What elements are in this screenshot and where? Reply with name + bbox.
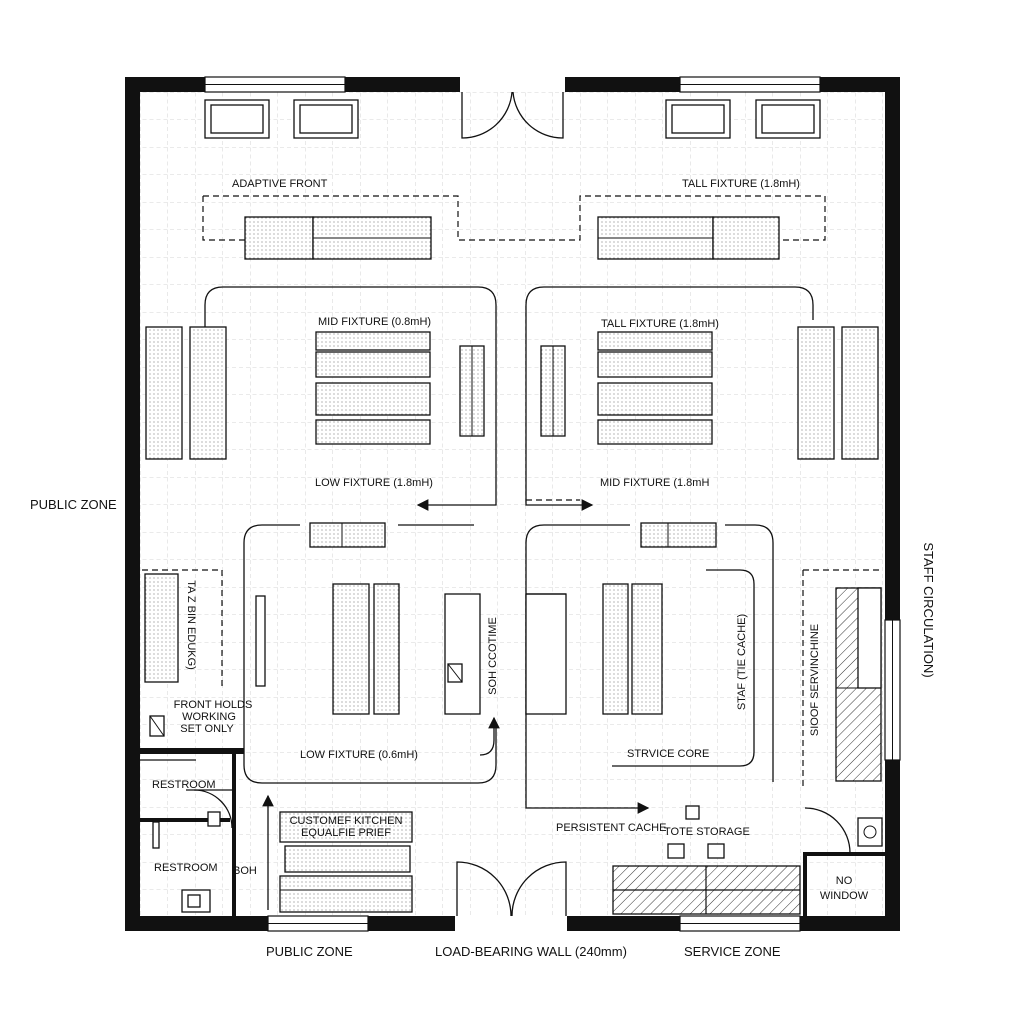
label-low-fixture-bottom: LOW FIXTURE (0.6mH) [300,749,418,761]
window-display-units [204,99,821,139]
bottom-openings [267,861,801,932]
label-tall-fixture-right: TALL FIXTURE (1.8mH) [601,318,719,330]
customer-kitchen-counters [279,811,413,913]
staff-service-machine-area [802,569,882,790]
upper-right-fixture-zone [525,286,879,501]
top-windows [204,76,821,93]
label-staff-circulation: STAFF CIRCULATION) [921,542,936,677]
no-window-room [803,807,885,916]
center-divider-fixtures [309,522,717,548]
label-public-zone-bottom: PUBLIC ZONE [266,944,353,959]
label-adaptive-front: ADAPTIVE FRONT [232,178,328,190]
label-tote-storage: TOTE STORAGE [664,826,750,838]
label-persistent-cache: PERSISTENT CACHE [556,822,666,834]
label-sioof-servinchine: SIOOF SERVINCHINE [809,624,821,736]
label-no-window-2: WINDOW [820,890,869,902]
label-service-core: STRVICE CORE [627,748,709,760]
label-customer-kitchen-2: EQUALFIE PRIEF [301,827,391,839]
label-restroom-top: RESTROOM [152,779,216,791]
label-mid-fixture-left: MID FIXTURE (0.8mH) [318,316,431,328]
upper-left-fixture-zone [145,286,497,500]
circulation-arrows [262,499,650,910]
label-restroom-bottom: RESTROOM [154,862,218,874]
label-front-holds-1: FRONT HOLDS [174,699,253,711]
label-low-fixture-left: LOW FIXTURE (1.8mH) [315,477,433,489]
restroom-block [140,748,244,916]
label-front-holds-3: SET ONLY [180,723,234,735]
right-wall-opening [884,619,901,761]
floor-grid [140,92,884,916]
label-no-window-1: NO [836,875,853,887]
label-staff-cache: STAF (TIE CACHE) [736,614,748,710]
lower-left-fixture-zone [243,524,497,784]
tote-storage [612,805,801,915]
label-load-bearing-wall: LOAD-BEARING WALL (240mm) [435,944,627,959]
label-tall-fixture-top: TALL FIXTURE (1.8mH) [682,178,800,190]
front-entrance-door [460,77,565,139]
label-boh: BOH [233,865,257,877]
label-taz-bin: TA Z BIN EDUKG) [185,580,197,670]
label-customer-kitchen-1: CUSTOMEF KITCHEN [290,815,403,827]
label-public-zone-left: PUBLIC ZONE [30,497,117,512]
label-mid-fixture-right: MID FIXTURE (1.8mH [600,477,709,489]
left-bin-area [142,569,223,737]
lower-right-fixture-zone [525,524,774,782]
label-soh-ccotime: SOH CCOTIME [487,617,499,695]
adaptive-front-zone [202,195,826,260]
label-service-zone: SERVICE ZONE [684,944,781,959]
label-front-holds-2: WORKING [182,711,236,723]
